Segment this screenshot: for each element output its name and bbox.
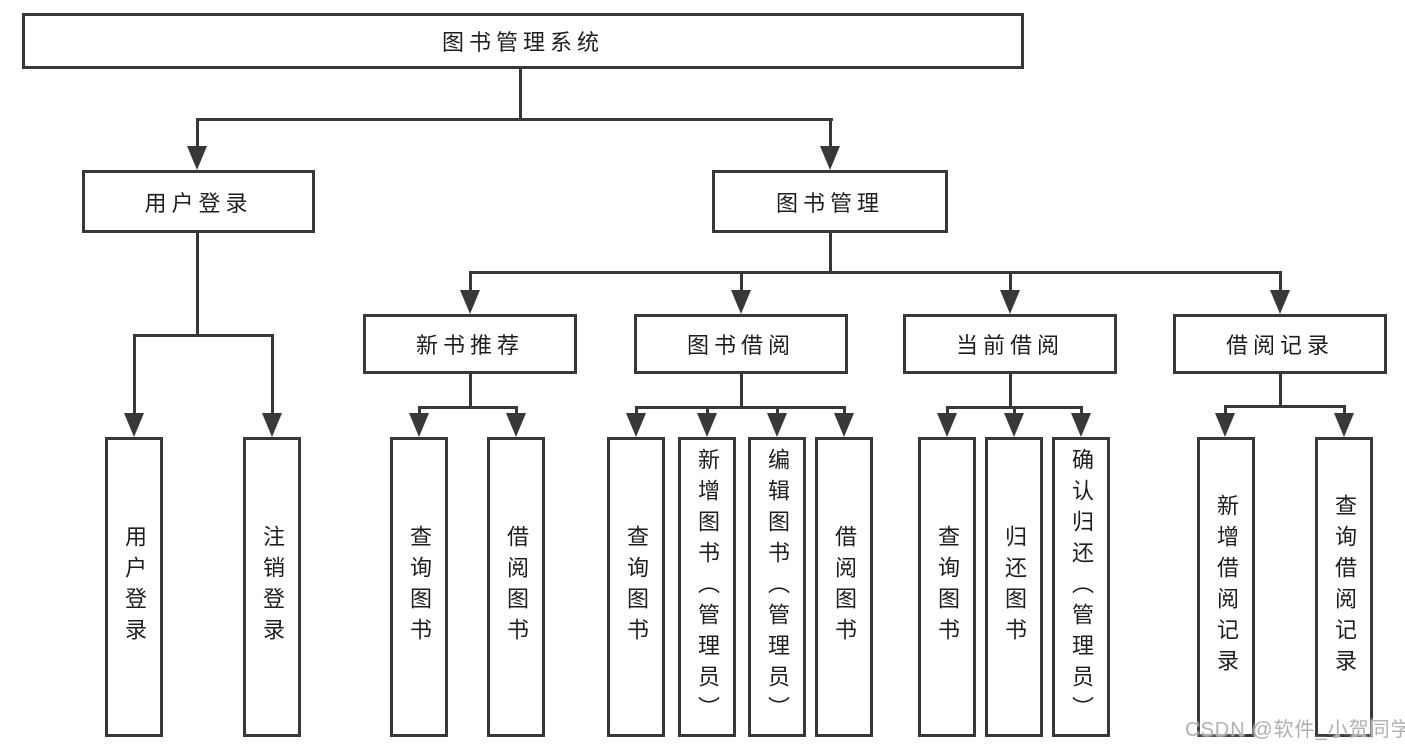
arrowhead-query-borrow <box>626 413 646 437</box>
leaf-query-books-current: 查询图书 <box>918 437 976 737</box>
arrowhead-current-borrow <box>1000 290 1020 314</box>
node-root: 图书管理系统 <box>22 13 1024 69</box>
edge-drop-book-borrow <box>740 271 743 293</box>
edge-drop-confirm-return <box>1080 406 1083 416</box>
edge-recommend-stem <box>469 372 472 409</box>
edge-drop-leaf-user-login <box>133 334 136 416</box>
edge-drop-user-login <box>196 118 199 148</box>
edge-drop-add-books <box>706 406 709 416</box>
edge-user-login-stem <box>196 231 199 336</box>
arrowhead-edit-books <box>767 413 787 437</box>
edge-drop-borrow-records <box>1279 271 1282 293</box>
arrowhead-add-record <box>1215 413 1235 437</box>
edge-drop-query-record <box>1343 405 1346 416</box>
leaf-logout: 注销登录 <box>243 437 301 737</box>
edge-root-hline <box>196 118 833 121</box>
edge-drop-current-borrow <box>1009 271 1012 293</box>
leaf-add-books-admin: 新增图书（管理员） <box>678 437 736 737</box>
node-current-borrow: 当前借阅 <box>903 314 1117 374</box>
arrowhead-book-management <box>820 146 840 170</box>
arrowhead-book-borrow <box>731 290 751 314</box>
edge-book-management-stem <box>829 231 832 274</box>
arrowhead-user-login <box>187 146 207 170</box>
leaf-borrow-books-recommend: 借阅图书 <box>487 437 545 737</box>
arrowhead-query-recommend <box>409 413 429 437</box>
arrowhead-borrow-records <box>1270 290 1290 314</box>
arrowhead-borrow-books <box>834 413 854 437</box>
leaf-add-borrow-record: 新增借阅记录 <box>1197 437 1255 737</box>
edge-user-login-hline <box>133 334 274 337</box>
edge-root-stem <box>519 67 522 120</box>
leaf-borrow-books: 借阅图书 <box>815 437 873 737</box>
node-new-book-recommend: 新书推荐 <box>363 314 577 374</box>
edge-current-borrow-stem <box>1009 372 1012 409</box>
arrowhead-leaf-logout <box>262 413 282 437</box>
arrowhead-add-books <box>697 413 717 437</box>
node-book-management: 图书管理 <box>712 170 948 233</box>
edge-drop-book-management <box>829 118 832 148</box>
arrowhead-query-record <box>1334 413 1354 437</box>
edge-drop-return-books <box>1013 406 1016 416</box>
arrowhead-return-books <box>1004 413 1024 437</box>
leaf-query-books-recommend: 查询图书 <box>390 437 448 737</box>
edge-book-borrow-hline <box>635 406 846 409</box>
watermark: CSDN @软件_小贺同学 <box>1185 719 1405 741</box>
leaf-query-borrow-record: 查询借阅记录 <box>1315 437 1373 737</box>
edge-drop-query-borrow <box>635 406 638 416</box>
edge-recommend-hline <box>418 406 518 409</box>
arrowhead-query-current <box>937 413 957 437</box>
node-borrow-records: 借阅记录 <box>1173 314 1387 374</box>
node-book-borrow: 图书借阅 <box>634 314 848 374</box>
edge-drop-add-record <box>1224 405 1227 416</box>
arrowhead-new-book-recommend <box>460 290 480 314</box>
leaf-return-books: 归还图书 <box>985 437 1043 737</box>
leaf-query-books-borrow: 查询图书 <box>607 437 665 737</box>
edge-book-management-hline <box>469 271 1282 274</box>
edge-drop-borrow-recommend <box>515 406 518 416</box>
arrowhead-leaf-user-login <box>124 413 144 437</box>
edge-drop-query-current <box>946 406 949 416</box>
arrowhead-confirm-return <box>1071 413 1091 437</box>
leaf-edit-books-admin: 编辑图书（管理员） <box>748 437 806 737</box>
edge-borrow-records-stem <box>1279 372 1282 408</box>
edge-drop-query-recommend <box>418 406 421 416</box>
arrowhead-borrow-recommend <box>506 413 526 437</box>
edge-borrow-records-hline <box>1224 405 1346 408</box>
node-user-login: 用户登录 <box>82 170 315 233</box>
edge-drop-borrow-books <box>843 406 846 416</box>
edge-drop-edit-books <box>776 406 779 416</box>
leaf-user-login: 用户登录 <box>105 437 163 737</box>
edge-drop-leaf-logout <box>271 334 274 416</box>
leaf-confirm-return-admin: 确认归还（管理员） <box>1052 437 1110 737</box>
edge-book-borrow-stem <box>740 372 743 409</box>
edge-drop-new-book-recommend <box>469 271 472 293</box>
